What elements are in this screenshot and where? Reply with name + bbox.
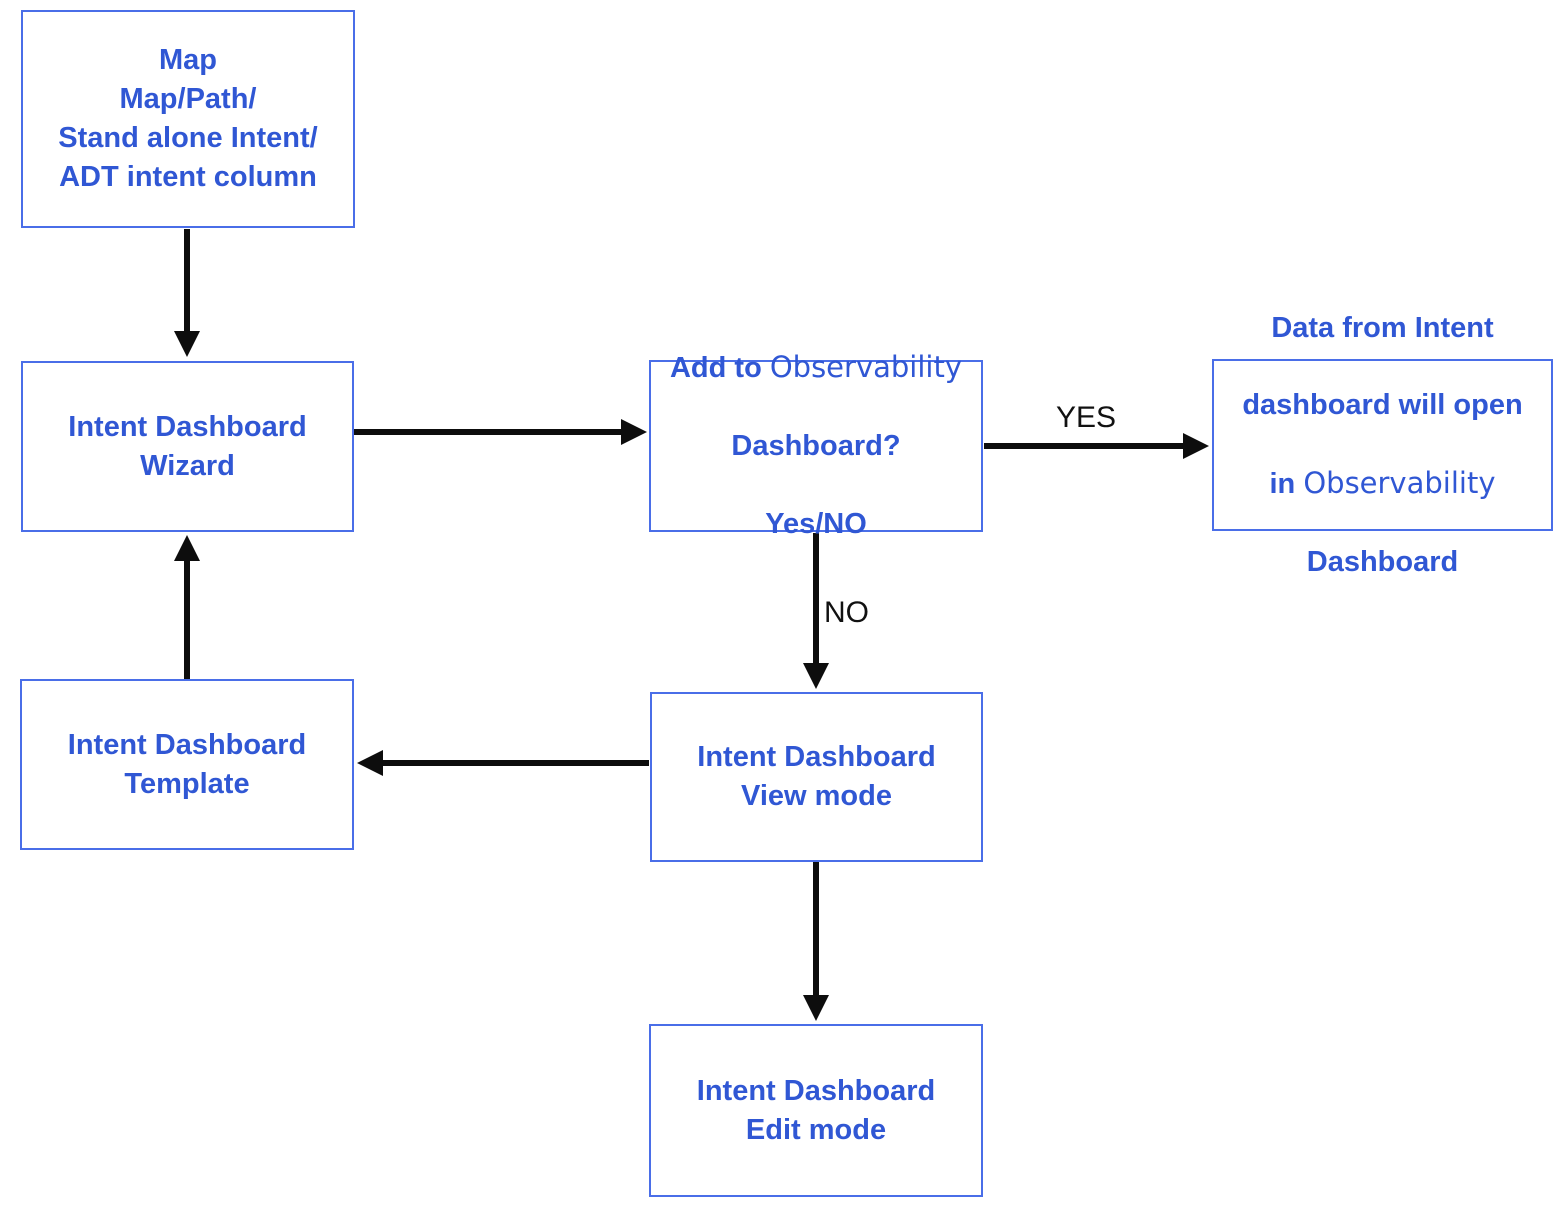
result-line-3-observability: Observability — [1303, 465, 1496, 500]
node-intent-dashboard-wizard: Intent Dashboard Wizard — [21, 361, 354, 532]
result-line-3-prefix: in — [1269, 467, 1304, 500]
result-line-4: Dashboard — [1306, 545, 1459, 578]
decision-line-1-prefix: Add to — [669, 352, 770, 385]
node-data-opens-in-observability: Data from Intent dashboard will open in … — [1212, 312, 1553, 578]
node-intent-dashboard-view-mode: Intent Dashboard View mode — [650, 692, 983, 862]
node-map-sources: Map Map/Path/ Stand alone Intent/ ADT in… — [21, 10, 355, 228]
edge-label-yes: YES — [1056, 401, 1117, 434]
node-intent-dashboard-edit-mode: Intent Dashboard Edit mode — [649, 1024, 983, 1197]
result-text: Data from Intent dashboard will open in … — [1242, 270, 1522, 621]
decision-line-3: Yes/NO — [765, 507, 867, 540]
decision-line-2: Dashboard? — [731, 430, 901, 463]
decision-line-1-observability: Observability — [769, 350, 962, 385]
node-intent-dashboard-template: Intent Dashboard Template — [20, 679, 354, 850]
result-line-1: Data from Intent — [1271, 311, 1494, 344]
decision-text: Add to Observability Dashboard? Yes/NO — [670, 310, 962, 583]
result-line-3: in Observability — [1242, 464, 1522, 504]
decision-line-1: Add to Observability — [670, 348, 962, 388]
node-add-to-observability-decision: Add to Observability Dashboard? Yes/NO — [649, 350, 983, 540]
result-line-2: dashboard will open — [1242, 389, 1523, 422]
edge-label-no: NO — [824, 596, 869, 629]
